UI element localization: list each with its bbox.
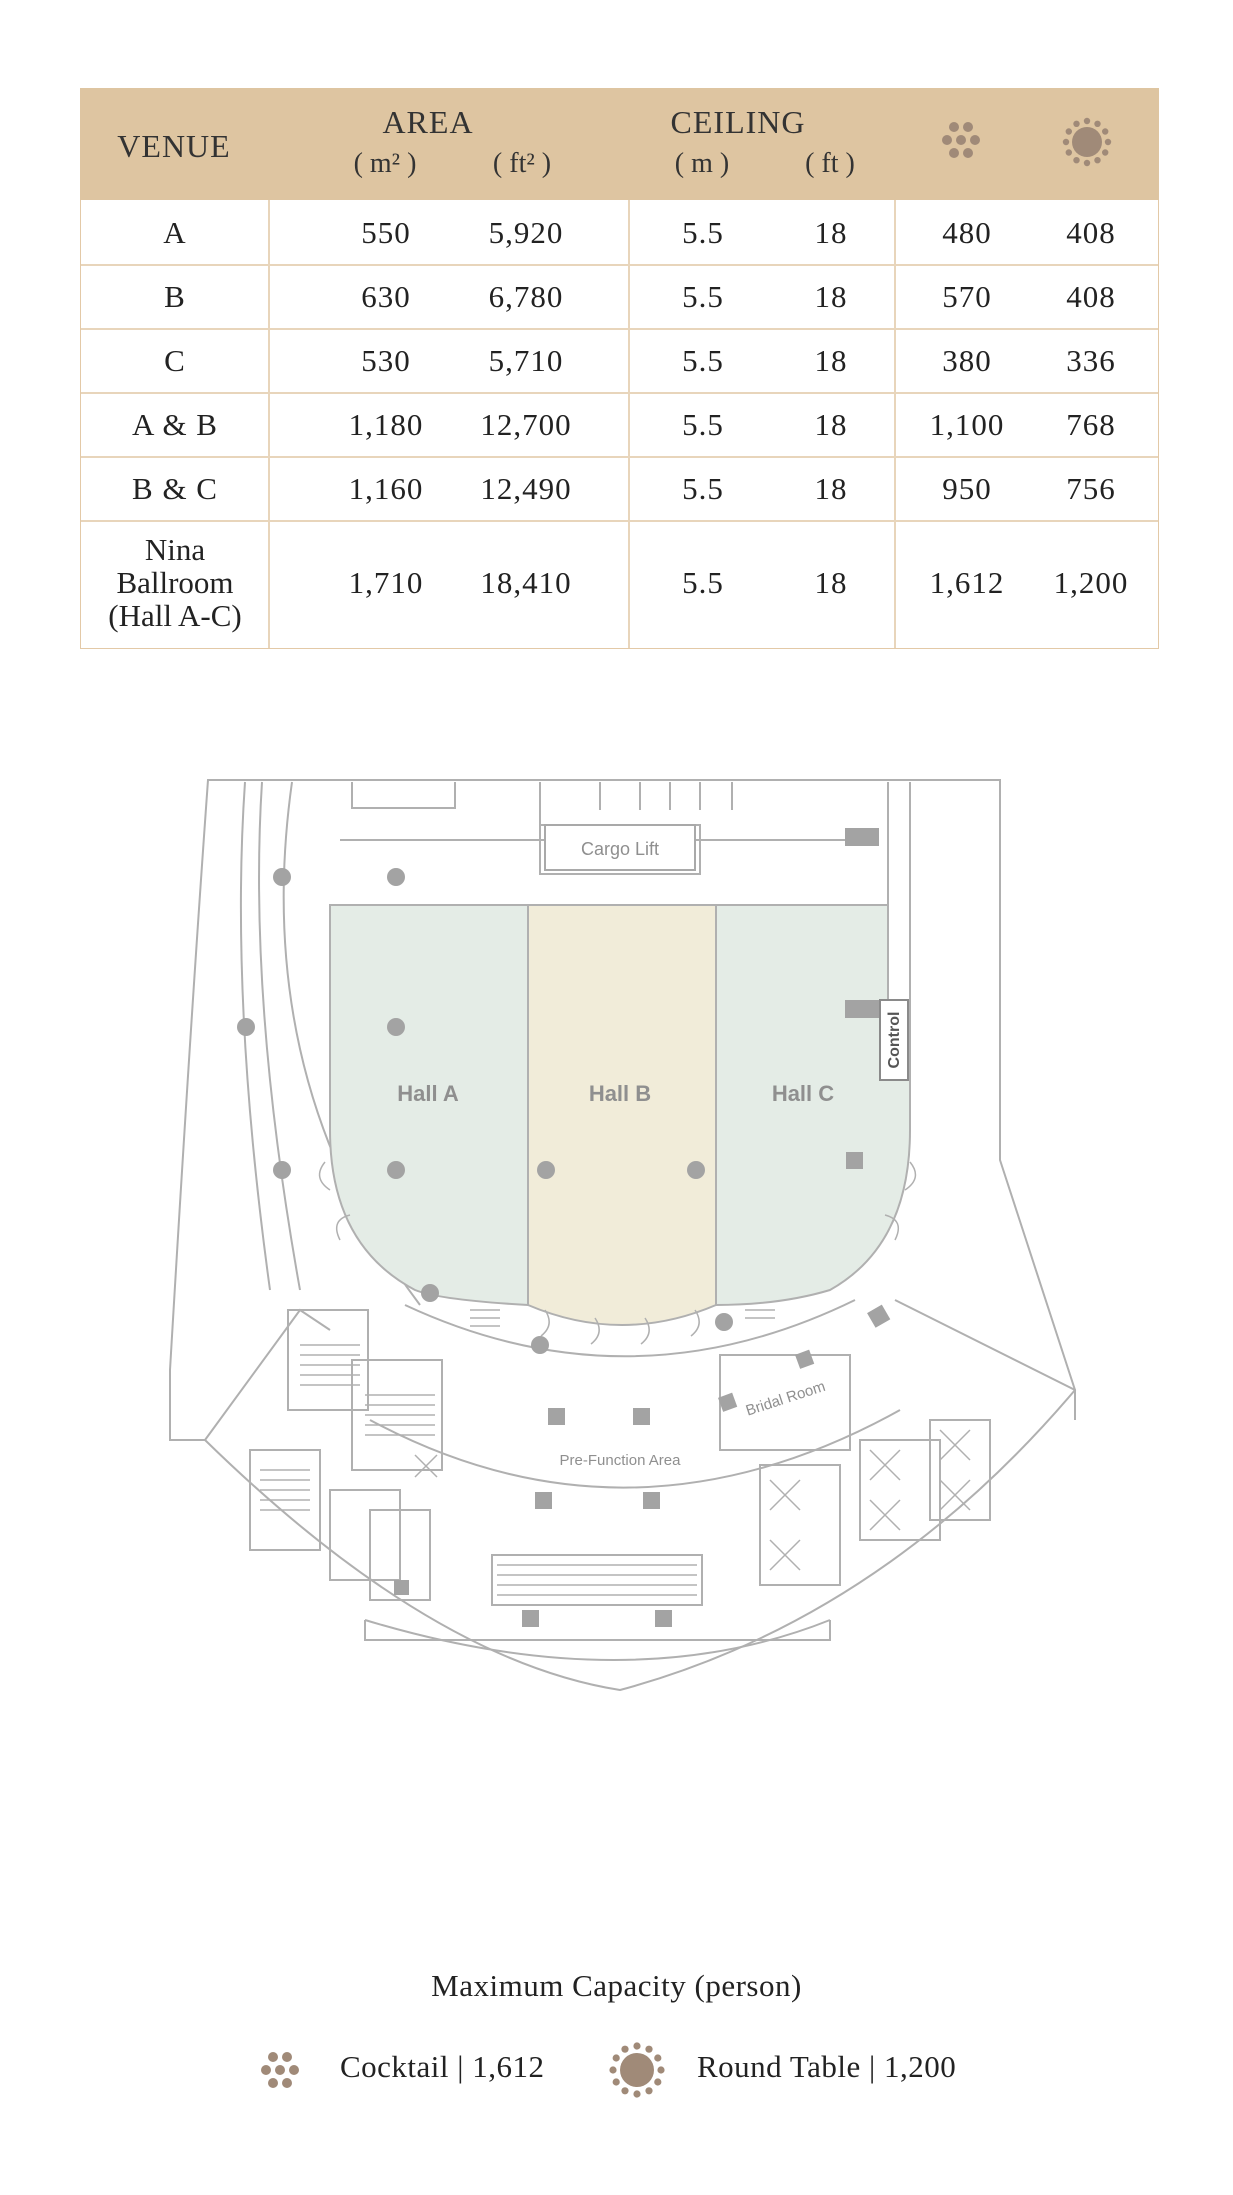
right-wing xyxy=(894,1299,1076,1420)
row-c-area-m2: 530 xyxy=(361,343,411,378)
header-ceiling-m: ( m ) xyxy=(674,148,730,179)
row-ballroom-area-ft2: 18,410 xyxy=(480,565,572,600)
control-label: Control xyxy=(886,1012,903,1069)
row-ab-area-ft2: 12,700 xyxy=(480,407,572,442)
equipment-block-1 xyxy=(845,828,879,846)
row-c-round: 336 xyxy=(1066,343,1116,378)
table-body: A 550 5,920 5.5 18 480 408 B 630 6,780 5… xyxy=(80,200,1159,649)
legend-title: Maximum Capacity (person) xyxy=(431,1968,802,2003)
left-service xyxy=(369,1509,431,1601)
cargo-lift-label: Cargo Lift xyxy=(581,839,659,859)
hall-a-area xyxy=(329,904,529,1307)
outer-wall xyxy=(169,779,1077,1692)
hall-c-label: Hall C xyxy=(772,1081,834,1106)
row-ballroom-area-m2: 1,710 xyxy=(348,565,424,600)
row-a-area-ft2: 5,920 xyxy=(488,215,564,250)
left-toilets xyxy=(329,1489,401,1581)
header-area: AREA xyxy=(382,104,474,140)
row-ab-ceil-ft: 18 xyxy=(814,407,848,442)
row-ab-area-m2: 1,180 xyxy=(348,407,424,442)
row-c-area-ft2: 5,710 xyxy=(488,343,564,378)
bridal-room-label: Bridal Room xyxy=(744,1378,828,1420)
doors xyxy=(318,1161,917,1345)
row-ballroom-cocktail: 1,612 xyxy=(929,565,1005,600)
legend-cocktail-text: Cocktail | 1,612 xyxy=(340,2049,545,2084)
row-a-round: 408 xyxy=(1066,215,1116,250)
row-b-round: 408 xyxy=(1066,279,1116,314)
row-ab-round: 768 xyxy=(1066,407,1116,442)
row-b-area-m2: 630 xyxy=(361,279,411,314)
table-header: VENUE AREA ( m² ) ( ft² ) CEILING ( m ) … xyxy=(80,88,1159,200)
row-c-ceil-m: 5.5 xyxy=(682,343,724,378)
row-a-cocktail: 480 xyxy=(942,215,992,250)
row-a-area-m2: 550 xyxy=(361,215,411,250)
control-room-box xyxy=(879,999,909,1081)
row-c-cocktail: 380 xyxy=(942,343,992,378)
cocktail-dots-icon xyxy=(942,122,980,158)
row-bc-area-m2: 1,160 xyxy=(348,471,424,506)
row-bc-ceil-m: 5.5 xyxy=(682,471,724,506)
floor-plan: Cargo Lift Control Hall A Hall B Hall C xyxy=(169,779,1077,1692)
equipment-block-2 xyxy=(845,1000,879,1018)
header-ceiling: CEILING xyxy=(670,104,806,140)
right-elevators-3 xyxy=(929,1419,991,1521)
legend-cocktail-icon xyxy=(261,2052,299,2088)
ballroom-halls xyxy=(329,904,911,1326)
row-c-venue: C xyxy=(164,343,186,378)
row-b-venue: B xyxy=(164,279,186,314)
pillars xyxy=(237,868,891,1627)
hall-b-label: Hall B xyxy=(589,1081,651,1106)
legend-round-table-text: Round Table | 1,200 xyxy=(697,2049,957,2084)
right-elevators-1 xyxy=(759,1464,841,1586)
grand-stair xyxy=(491,1554,703,1606)
right-elevators-2 xyxy=(859,1439,941,1541)
row-bc-cocktail: 950 xyxy=(942,471,992,506)
header-ceiling-ft: ( ft ) xyxy=(805,148,855,179)
top-partitions xyxy=(599,782,733,810)
row-ballroom-round: 1,200 xyxy=(1053,565,1129,600)
legend-round-table-icon xyxy=(609,2042,665,2098)
header-area-ft2: ( ft² ) xyxy=(492,148,552,179)
row-a-venue: A xyxy=(163,215,187,250)
row-b-cocktail: 570 xyxy=(942,279,992,314)
row-ab-venue: A & B xyxy=(132,407,218,442)
header-area-m2: ( m² ) xyxy=(353,148,417,179)
row-ballroom-ceil-m: 5.5 xyxy=(682,565,724,600)
row-bc-area-ft2: 12,490 xyxy=(480,471,572,506)
stair-treads xyxy=(260,1309,775,1596)
header-venue: VENUE xyxy=(117,128,231,164)
elevator-marks xyxy=(414,1429,971,1571)
row-ab-cocktail: 1,100 xyxy=(929,407,1005,442)
row-ballroom-ceil-ft: 18 xyxy=(814,565,848,600)
row-ab-ceil-m: 5.5 xyxy=(682,407,724,442)
row-a-ceil-ft: 18 xyxy=(814,215,848,250)
venue-line-3: (Hall A-C) xyxy=(108,598,242,633)
venue-line-2: Ballroom xyxy=(116,565,234,600)
row-b-area-ft2: 6,780 xyxy=(488,279,564,314)
capacity-table: VENUE AREA ( m² ) ( ft² ) CEILING ( m ) … xyxy=(80,88,1159,650)
row-bc-ceil-ft: 18 xyxy=(814,471,848,506)
row-c-ceil-ft: 18 xyxy=(814,343,848,378)
row-a-ceil-m: 5.5 xyxy=(682,215,724,250)
row-b-ceil-ft: 18 xyxy=(814,279,848,314)
row-ballroom-venue: Nina Ballroom (Hall A-C) xyxy=(81,533,269,632)
row-bc-round: 756 xyxy=(1066,471,1116,506)
cargo-lift-box xyxy=(544,824,696,871)
ballroom-front-arc xyxy=(404,1299,856,1358)
bottom-terrace xyxy=(364,1620,831,1641)
bottom-terrace-arc xyxy=(364,1619,831,1661)
corridor-arc-inner xyxy=(258,781,301,1291)
left-stair-2 xyxy=(351,1359,443,1471)
hall-a-label: Hall A xyxy=(397,1081,459,1106)
pre-function-label: Pre-Function Area xyxy=(560,1452,682,1469)
corridor-arc-outer xyxy=(239,781,271,1291)
hall-b-area xyxy=(527,904,717,1326)
row-bc-venue: B & C xyxy=(132,471,218,506)
top-room-1 xyxy=(351,782,456,809)
left-stair-3 xyxy=(249,1449,321,1551)
row-b-ceil-m: 5.5 xyxy=(682,279,724,314)
venue-line-1: Nina xyxy=(144,532,206,567)
round-table-icon xyxy=(1062,117,1112,167)
